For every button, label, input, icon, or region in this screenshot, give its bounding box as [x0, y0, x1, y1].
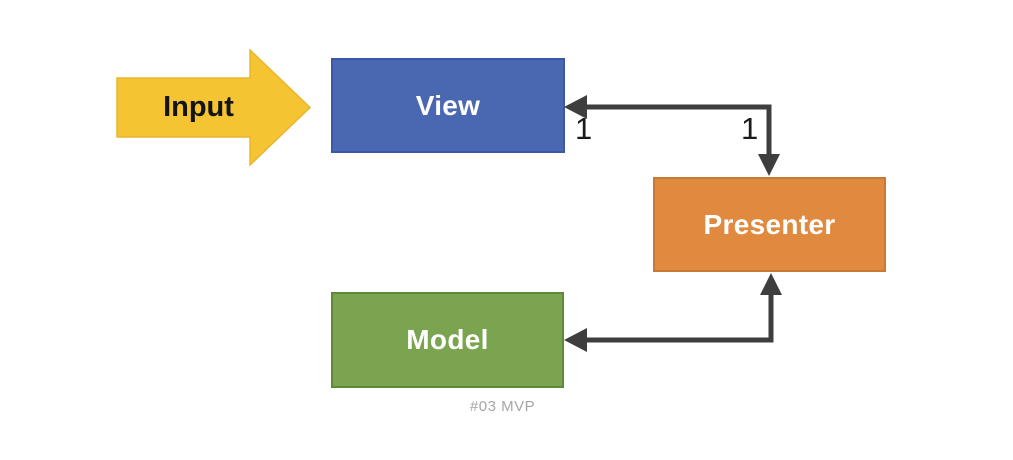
arrowhead-into-presenter-top-icon [758, 154, 780, 176]
node-view-label: View [415, 89, 481, 121]
node-model-label: Model [406, 324, 489, 355]
multiplicity-label-view-end: 1 [575, 111, 593, 146]
multiplicity-label-presenter-end: 1 [741, 111, 759, 146]
arrowhead-into-model-icon [564, 328, 587, 352]
input-arrow-label: Input [163, 91, 234, 123]
arrowhead-into-presenter-bottom-icon [760, 273, 782, 295]
node-model: Model [331, 292, 564, 388]
node-view: View [331, 58, 565, 153]
input-arrow: Input [116, 49, 312, 167]
node-presenter-label: Presenter [703, 208, 836, 240]
connector-presenter-model-line [586, 294, 774, 343]
right-arrow-icon [116, 49, 312, 167]
node-presenter: Presenter [653, 177, 886, 272]
input-arrow-shape [116, 49, 312, 167]
diagram-caption: #03 MVP [469, 398, 536, 415]
